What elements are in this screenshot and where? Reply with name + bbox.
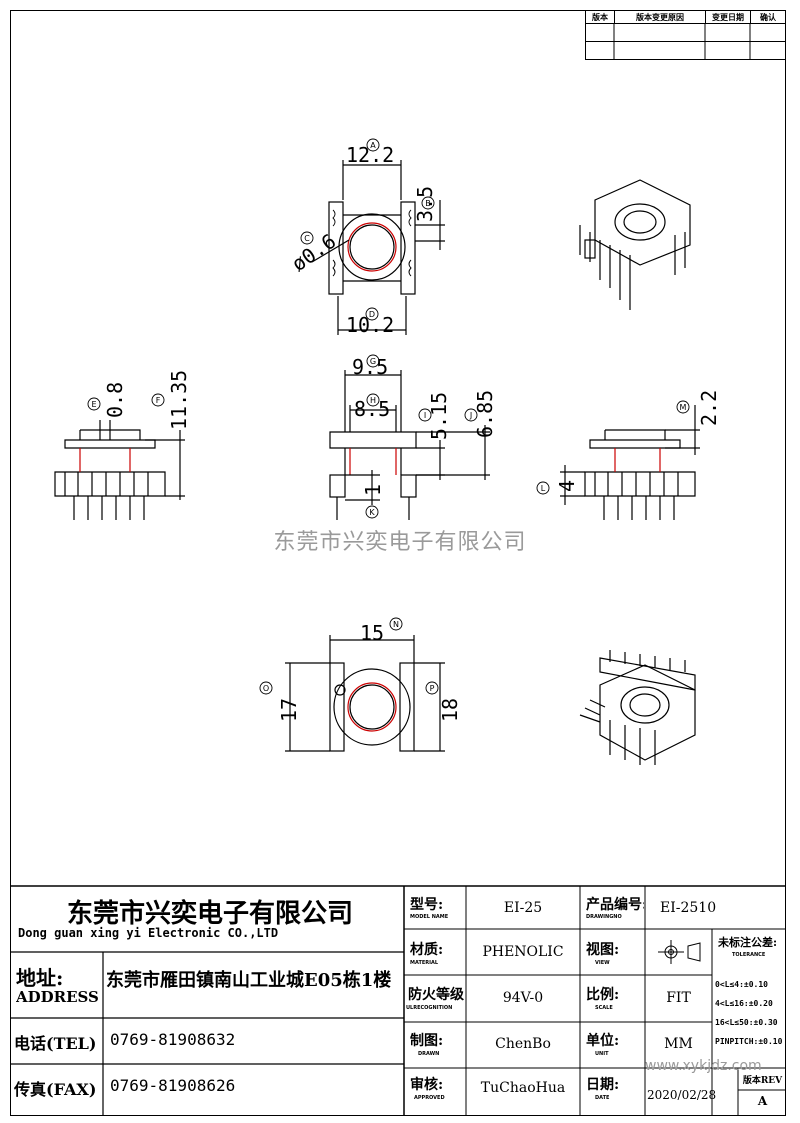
tolerance-line-2: 4<L≤16:±0.20 xyxy=(715,999,773,1008)
material-value: PHENOLIC xyxy=(482,944,564,960)
isometric-view-top xyxy=(579,179,691,310)
fax-label: 传真(FAX) xyxy=(14,1080,97,1099)
part-number-label-en: DRAWINGNO xyxy=(586,914,622,920)
model-label-en: MODEL NAME xyxy=(410,914,449,920)
dim-d: 10.2 xyxy=(346,313,394,337)
dim-e: 0.8 xyxy=(103,382,127,418)
material-label: 材质: xyxy=(410,942,444,958)
tel-value: 0769-81908632 xyxy=(110,1030,236,1049)
dim-n: 15 xyxy=(360,621,384,645)
dim-l: 4 xyxy=(555,480,579,492)
right-side-view xyxy=(560,405,700,520)
ref-a: A xyxy=(370,141,376,150)
part-number-label: 产品编号: xyxy=(586,897,644,913)
tolerance-line-1: 0<L≤4:±0.10 xyxy=(715,980,768,989)
dim-k: 1 xyxy=(361,484,385,496)
left-side-view xyxy=(54,420,185,520)
fax-value: 0769-81908626 xyxy=(110,1076,236,1095)
ref-p: P xyxy=(430,684,435,693)
dim-o: 17 xyxy=(277,698,301,722)
ref-j: J xyxy=(469,411,472,420)
scale-value: FIT xyxy=(666,990,691,1006)
fire-rating-label-en: ULRECOGNITION xyxy=(406,1005,453,1011)
dim-g: 9.5 xyxy=(352,355,388,379)
ref-k: K xyxy=(369,508,375,517)
revision-label: 版本REV xyxy=(742,1076,783,1086)
unit-value: MM xyxy=(664,1036,693,1052)
tolerance-line-3: 16<L≤50:±0.30 xyxy=(715,1018,778,1027)
ref-n: N xyxy=(393,620,399,629)
approved-label-en: APPROVED xyxy=(414,1095,445,1101)
bottom-view xyxy=(285,635,445,752)
dim-m: 2.2 xyxy=(697,390,721,426)
drawn-value: ChenBo xyxy=(495,1036,551,1052)
front-view xyxy=(329,370,490,520)
address-label-en: ADDRESS xyxy=(16,988,99,1006)
company-name-en: Dong guan xing yi Electronic CO.,LTD xyxy=(18,926,279,940)
material-label-en: MATERIAL xyxy=(410,960,439,966)
tel-label: 电话(TEL) xyxy=(14,1034,97,1053)
date-label-en: DATE xyxy=(595,1095,610,1101)
approved-label: 审核: xyxy=(410,1077,444,1093)
view-label-en: VIEW xyxy=(595,960,610,966)
fire-rating-value: 94V-0 xyxy=(502,990,544,1006)
date-value: 2020/02/28 xyxy=(647,1088,717,1102)
scale-label: 比例: xyxy=(586,987,620,1003)
drawn-label: 制图: xyxy=(410,1033,444,1049)
dim-p: 18 xyxy=(438,698,462,722)
revision-value: A xyxy=(757,1094,768,1108)
ref-g: G xyxy=(370,357,376,366)
ref-h: H xyxy=(370,396,376,405)
dim-f: 11.35 xyxy=(167,370,191,430)
watermark-text: 东莞市兴奕电子有限公司 xyxy=(273,530,527,555)
approved-value: TuChaoHua xyxy=(480,1080,566,1096)
address-label-cn: 地址: xyxy=(16,966,64,990)
tolerance-line-4: PINPITCH:±0.10 xyxy=(715,1037,783,1046)
ref-l: L xyxy=(541,484,546,493)
ref-d: D xyxy=(369,310,375,319)
ref-b: B xyxy=(425,199,431,208)
drawn-label-en: DRAWN xyxy=(418,1051,440,1057)
unit-label-en: UNIT xyxy=(595,1051,609,1057)
isometric-view-bottom xyxy=(579,650,696,765)
ref-m: M xyxy=(680,403,687,412)
view-label: 视图: xyxy=(586,942,620,958)
drawing-frame xyxy=(10,10,786,1116)
tolerance-label: 未标注公差: xyxy=(718,936,778,949)
ref-f: F xyxy=(156,396,161,405)
model-value: EI-25 xyxy=(503,900,543,916)
dim-c: ø0.6 xyxy=(287,229,340,276)
company-name-cn: 东莞市兴奕电子有限公司 xyxy=(66,899,353,925)
ref-o: O xyxy=(263,684,269,693)
rev-table-row xyxy=(585,41,786,60)
unit-label: 单位: xyxy=(586,1033,620,1049)
ref-e: E xyxy=(91,400,96,409)
dim-a: 12.2 xyxy=(346,143,394,167)
tolerance-label-en: TOLERANCE xyxy=(732,952,766,958)
model-label: 型号: xyxy=(410,897,444,913)
date-label: 日期: xyxy=(586,1077,620,1093)
part-number-value: EI-2510 xyxy=(660,900,717,916)
dim-h: 8.5 xyxy=(354,397,390,421)
top-view xyxy=(311,160,445,335)
ref-c: C xyxy=(304,234,310,243)
fire-rating-label: 防火等级 xyxy=(408,987,464,1003)
site-watermark: www.xykjdz.com xyxy=(645,1058,762,1074)
address-value: 东莞市雁田镇南山工业城E05栋1楼 xyxy=(106,970,392,991)
ref-i: I xyxy=(424,411,426,420)
scale-label-en: SCALE xyxy=(595,1005,613,1011)
dim-b: 3.5 xyxy=(413,186,437,222)
